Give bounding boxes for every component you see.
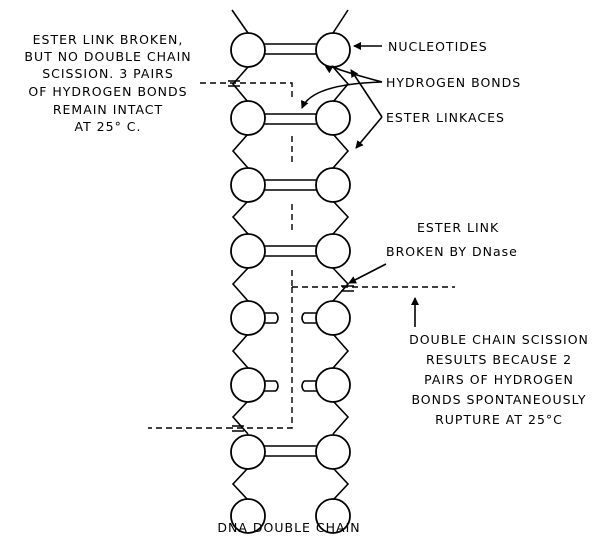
nucleotide: [231, 168, 265, 202]
diagram-caption: DNA DOUBLE CHAIN: [217, 520, 360, 535]
nucleotide: [316, 168, 350, 202]
ester-link-dnase-line: ESTER LINK: [417, 220, 499, 235]
nucleotide-circles: [231, 33, 350, 533]
backbone-top-stubs: [232, 10, 348, 33]
nucleotide: [231, 301, 265, 335]
scission-line: BONDS SPONTANEOUSLY: [411, 392, 586, 407]
scission-line: RUPTURE AT 25°C: [435, 412, 563, 427]
nucleotides-label: NUCLEOTIDES: [388, 39, 488, 54]
hydrogen-bonds-label: HYDROGEN BONDS: [386, 75, 521, 90]
ester-link-dnase-line: BROKEN BY DNase: [386, 244, 518, 259]
nucleotide: [316, 33, 350, 67]
ester-linkages-label: ESTER LINKACES: [386, 110, 505, 125]
nucleotide: [316, 435, 350, 469]
left-annotation-line: AT 25° C.: [74, 119, 141, 134]
nucleotide: [316, 234, 350, 268]
nucleotide: [231, 435, 265, 469]
ruptured-hydrogen-bonds: [262, 313, 318, 391]
nucleotide: [316, 101, 350, 135]
nucleotide: [231, 234, 265, 268]
scission-line: DOUBLE CHAIN SCISSION: [409, 332, 589, 347]
nucleotide: [231, 101, 265, 135]
scission-line: RESULTS BECAUSE 2: [426, 352, 572, 367]
nucleotide: [316, 368, 350, 402]
scission-line: PAIRS OF HYDROGEN: [424, 372, 574, 387]
nucleotide: [231, 368, 265, 402]
left-annotation-line: SCISSION. 3 PAIRS: [42, 66, 174, 81]
nucleotide: [316, 301, 350, 335]
left-annotation-line: ESTER LINK BROKEN,: [33, 32, 184, 47]
left-annotation: ESTER LINK BROKEN, BUT NO DOUBLE CHAIN S…: [24, 32, 191, 134]
scission-path: [148, 286, 455, 431]
nucleotide: [231, 33, 265, 67]
left-annotation-line: REMAIN INTACT: [53, 102, 163, 117]
hydrogen-bond-pairs: [262, 44, 318, 456]
ester-link-dnase-annotation: ESTER LINK BROKEN BY DNase: [386, 220, 518, 259]
double-chain-scission-annotation: DOUBLE CHAIN SCISSION RESULTS BECAUSE 2 …: [409, 332, 589, 427]
left-annotation-line: BUT NO DOUBLE CHAIN: [24, 49, 191, 64]
left-annotation-line: OF HYDROGEN BONDS: [28, 84, 187, 99]
